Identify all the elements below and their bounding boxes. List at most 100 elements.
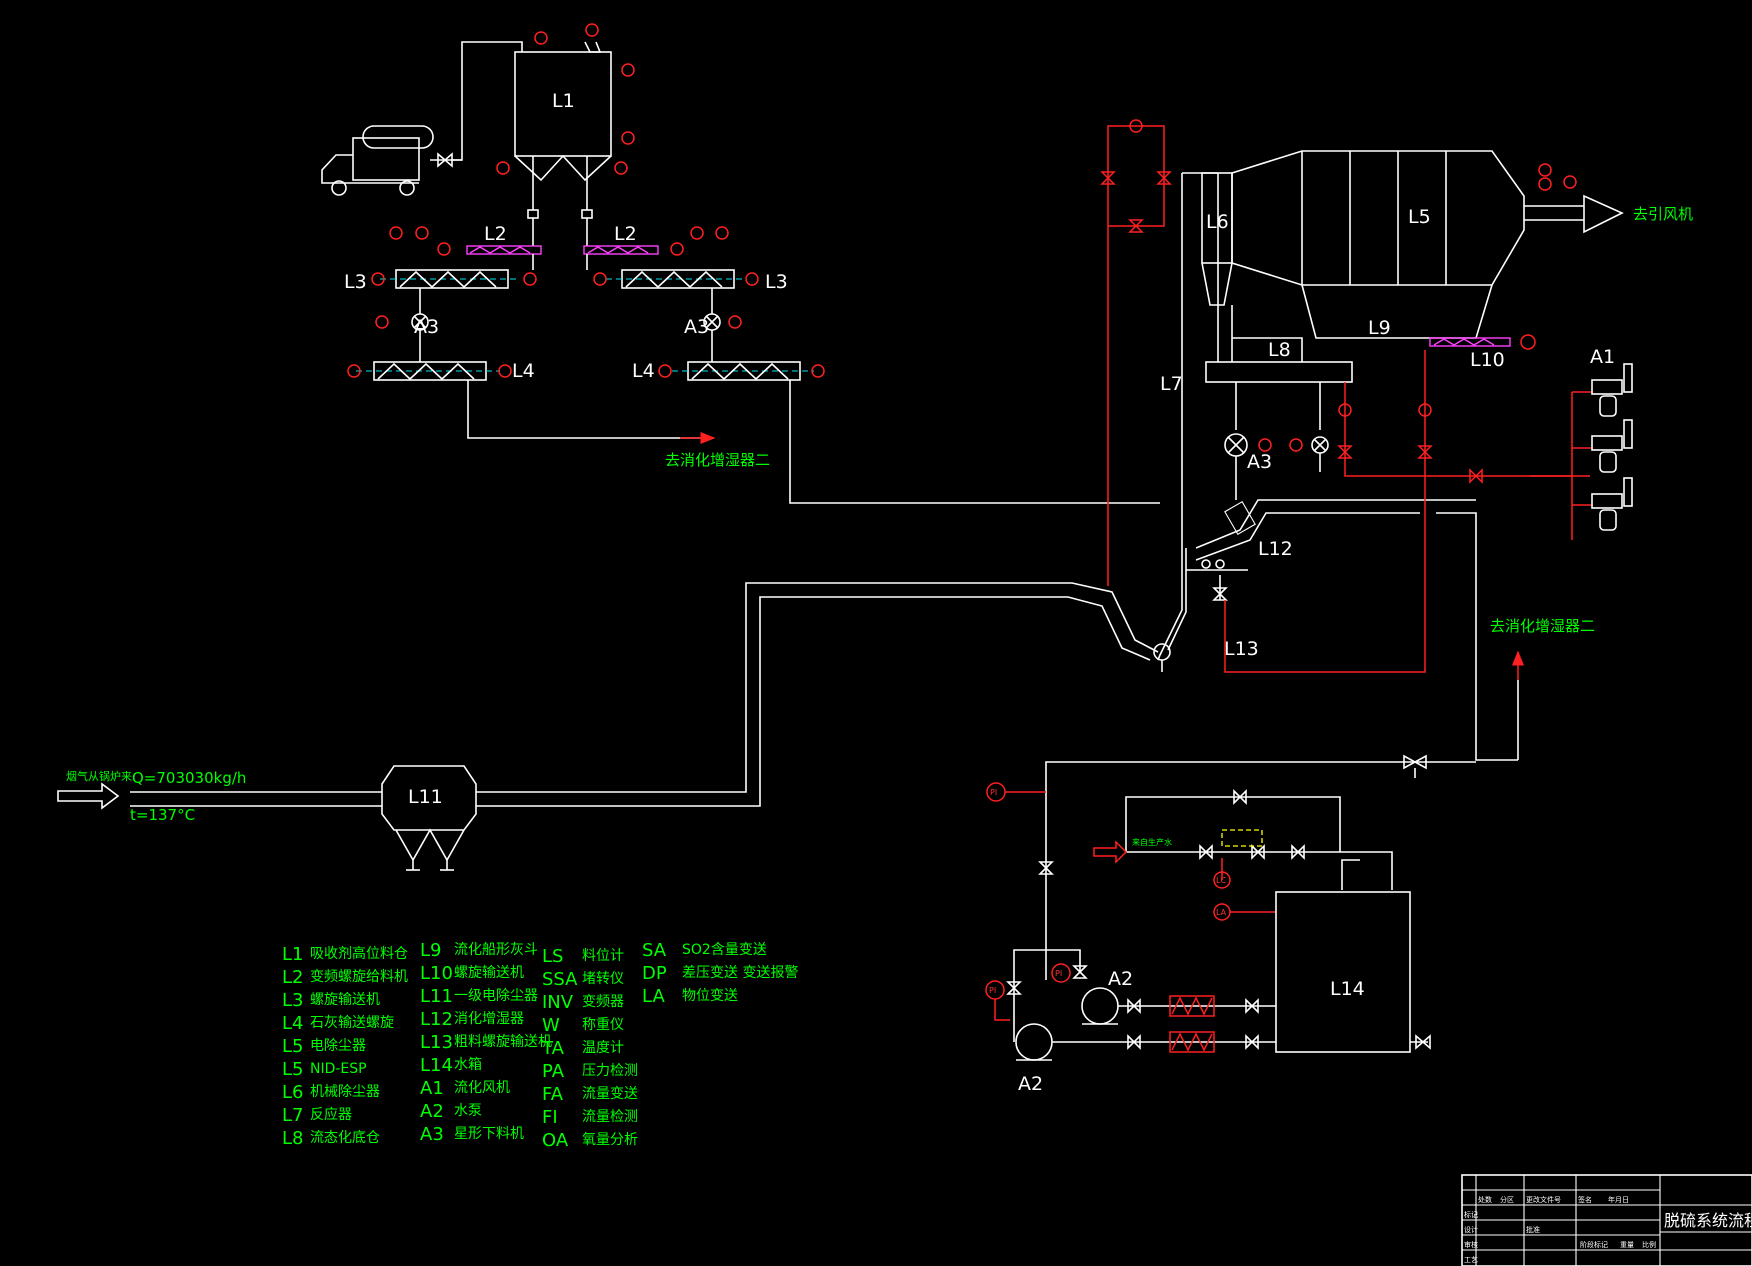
flow-rate-note: Q=703030kg/h (132, 769, 246, 787)
legend-desc: 称重仪 (582, 1017, 624, 1033)
fans-a1 (1530, 363, 1633, 540)
tb-stage: 阶段标记 (1580, 1240, 1608, 1249)
outlet-instruments (1538, 163, 1577, 191)
pump-lines (1013, 949, 1276, 1053)
esp-l5 (1231, 150, 1525, 339)
silo-instruments (496, 23, 635, 175)
label-a3-reactor: A3 (1247, 451, 1272, 473)
legend-desc: 机械除尘器 (310, 1084, 380, 1100)
tb-row-3: 审核 (1464, 1240, 1478, 1249)
label-l3-left: L3 (344, 271, 367, 293)
legend-code: A2 (420, 1101, 444, 1122)
pneumatic-line (452, 41, 523, 161)
legend-code: L5 (282, 1036, 303, 1057)
tb-row-5: 批准 (1526, 1225, 1540, 1234)
legend-code: PA (542, 1061, 565, 1082)
legend-desc: 差压变送 变送报警 (682, 965, 798, 981)
pump-a2-right (1051, 963, 1119, 1025)
legend-desc: 物位变送 (682, 988, 738, 1004)
flue-duct (130, 582, 1159, 807)
legend-code: L13 (420, 1032, 453, 1053)
legend-desc: 电除尘器 (310, 1038, 366, 1054)
temperature-note: t=137°C (130, 806, 195, 824)
tb-scale: 比例 (1642, 1240, 1656, 1249)
water-supply-note: 来自生产水 (1132, 837, 1172, 847)
legend-code: INV (542, 992, 574, 1013)
right-feed-instruments (593, 226, 825, 378)
label-l2-right: L2 (614, 223, 637, 245)
feeder-l2-right (583, 245, 659, 255)
tank-l14 (1275, 891, 1431, 1053)
pump-a2-left (985, 980, 1053, 1061)
legend-code: OA (542, 1130, 569, 1151)
legend-code: L14 (420, 1055, 453, 1076)
legend-code: L10 (420, 963, 453, 984)
flue-gas-arrow (57, 782, 120, 810)
tb-header-4: 签名 (1578, 1195, 1592, 1204)
to-fan-note: 去引风机 (1633, 205, 1693, 223)
esp-l11 (381, 765, 477, 871)
legend-code: FA (542, 1084, 564, 1105)
label-a2-left: A2 (1018, 1073, 1043, 1095)
legend-desc: 流量检测 (582, 1109, 638, 1125)
truck-icon (321, 125, 462, 196)
feeder-l2-left (466, 245, 542, 255)
reactor-l7 (1153, 172, 1219, 672)
label-l12: L12 (1258, 538, 1293, 560)
legend-code: L7 (282, 1105, 303, 1126)
legend-code: A3 (420, 1124, 444, 1145)
label-l7: L7 (1160, 373, 1183, 395)
legend-desc: 一级电除尘器 (454, 988, 538, 1004)
legend-desc: 星形下料机 (454, 1126, 524, 1142)
legend-code: LA (642, 986, 665, 1007)
label-a3-left: A3 (414, 316, 439, 338)
legend-code: L8 (282, 1128, 303, 1149)
legend-code: L4 (282, 1013, 303, 1034)
legend-code: L11 (420, 986, 453, 1007)
conveyor-l3-right (586, 254, 746, 314)
conveyor-l4-right (672, 361, 1160, 504)
legend-code: SSA (542, 969, 578, 990)
legend-code: L12 (420, 1009, 453, 1030)
legend-desc: 粗料螺旋输送机 (454, 1034, 552, 1050)
pi-top (986, 782, 1046, 802)
coarse-valve (1212, 587, 1228, 601)
tb-row-2: 设计 (1464, 1225, 1478, 1234)
label-l5: L5 (1408, 206, 1431, 228)
legend-desc: 料位计 (582, 948, 624, 964)
label-a3-right: A3 (684, 316, 709, 338)
label-a1: A1 (1590, 346, 1615, 368)
tb-header-3: 更改文件号 (1526, 1195, 1561, 1204)
conveyor-l4-left (356, 361, 700, 439)
lc-tag: LC (1216, 876, 1226, 885)
legend-code: L6 (282, 1082, 303, 1103)
legend-code: TA (541, 1038, 565, 1059)
conveyor-l10 (1429, 334, 1536, 350)
legend-code: A1 (420, 1078, 444, 1099)
label-l13: L13 (1224, 638, 1259, 660)
silo-l1 (514, 41, 612, 246)
flue-gas-note: 烟气从锅炉来 (66, 769, 132, 783)
left-feed-instruments (347, 226, 537, 378)
legend-desc: 流态化底仓 (310, 1130, 380, 1146)
water-supply-arrow (1093, 840, 1128, 864)
legend-desc: 水箱 (454, 1057, 482, 1073)
legend-desc: 温度计 (582, 1040, 624, 1056)
legend-desc: 流化风机 (454, 1080, 510, 1096)
legend-desc: 吸收剂高位料仓 (310, 945, 408, 962)
label-l4-right: L4 (632, 360, 655, 382)
label-l4-left: L4 (512, 360, 535, 382)
legend-desc: 氧量分析 (582, 1132, 638, 1148)
legend-code: L3 (282, 990, 303, 1011)
legend-code: DP (642, 963, 667, 984)
legend-code: L5 (282, 1059, 303, 1080)
to-humidifier-note-2: 去消化增湿器二 (1490, 617, 1595, 635)
pi-tag-right: PI (1055, 969, 1062, 978)
water-header (1045, 754, 1476, 980)
label-l14: L14 (1330, 978, 1365, 1000)
rotary-valve-a3-right (703, 313, 721, 362)
tb-header-1: 处数 (1478, 1195, 1492, 1204)
tb-header-2: 分区 (1500, 1195, 1514, 1204)
title-block (1461, 1174, 1752, 1266)
